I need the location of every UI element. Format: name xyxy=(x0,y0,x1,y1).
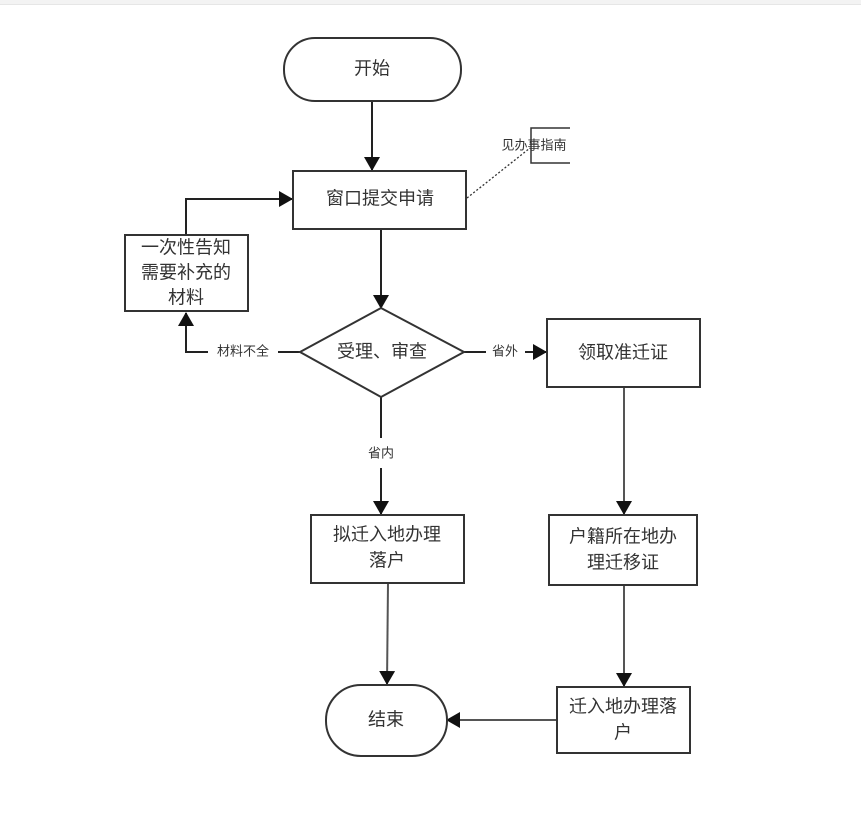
node-local-settle-line-2: 落户 xyxy=(369,551,405,572)
edge-label-out-of-province: 省外 xyxy=(492,345,518,360)
node-start-label: 开始 xyxy=(354,59,390,80)
node-submit-shape xyxy=(292,170,467,230)
node-dest-settle-shape xyxy=(556,686,691,754)
node-local-settle-line-1: 拟迁入地办理 xyxy=(333,525,441,546)
node-permit-label: 领取准迁证 xyxy=(578,343,668,364)
node-notify-line-2: 需要补充的 xyxy=(141,263,231,284)
note-connector xyxy=(466,147,531,199)
node-submit-label: 窗口提交申请 xyxy=(326,189,434,210)
node-end-shape xyxy=(325,684,448,757)
node-transfer-line-2: 理迁移证 xyxy=(587,553,659,574)
node-end-label: 结束 xyxy=(368,710,404,731)
node-review-shape xyxy=(297,306,467,399)
node-dest-settle-line-1: 迁入地办理落 xyxy=(569,697,677,718)
node-dest-settle-line-2: 户 xyxy=(614,723,632,744)
edge-incomplete-2 xyxy=(178,312,208,353)
top-border xyxy=(0,0,861,5)
node-permit-shape xyxy=(546,318,701,388)
node-transfer-shape xyxy=(548,514,698,586)
edge-notify-submit xyxy=(185,191,293,234)
node-transfer-line-1: 户籍所在地办 xyxy=(569,527,677,548)
node-notify-shape xyxy=(124,234,249,312)
note-bracket xyxy=(530,127,570,164)
edge-local-end xyxy=(379,582,396,685)
note-label: 见办事指南 xyxy=(501,138,566,154)
node-start-shape xyxy=(283,37,462,102)
node-review-label: 受理、审查 xyxy=(337,342,427,363)
edge-label-incomplete: 材料不全 xyxy=(217,344,269,360)
node-notify-line-1: 一次性告知 xyxy=(141,238,231,259)
node-local-settle-shape xyxy=(310,514,465,584)
node-notify-line-3: 材料 xyxy=(168,288,204,309)
edge-label-in-province: 省内 xyxy=(368,446,394,462)
